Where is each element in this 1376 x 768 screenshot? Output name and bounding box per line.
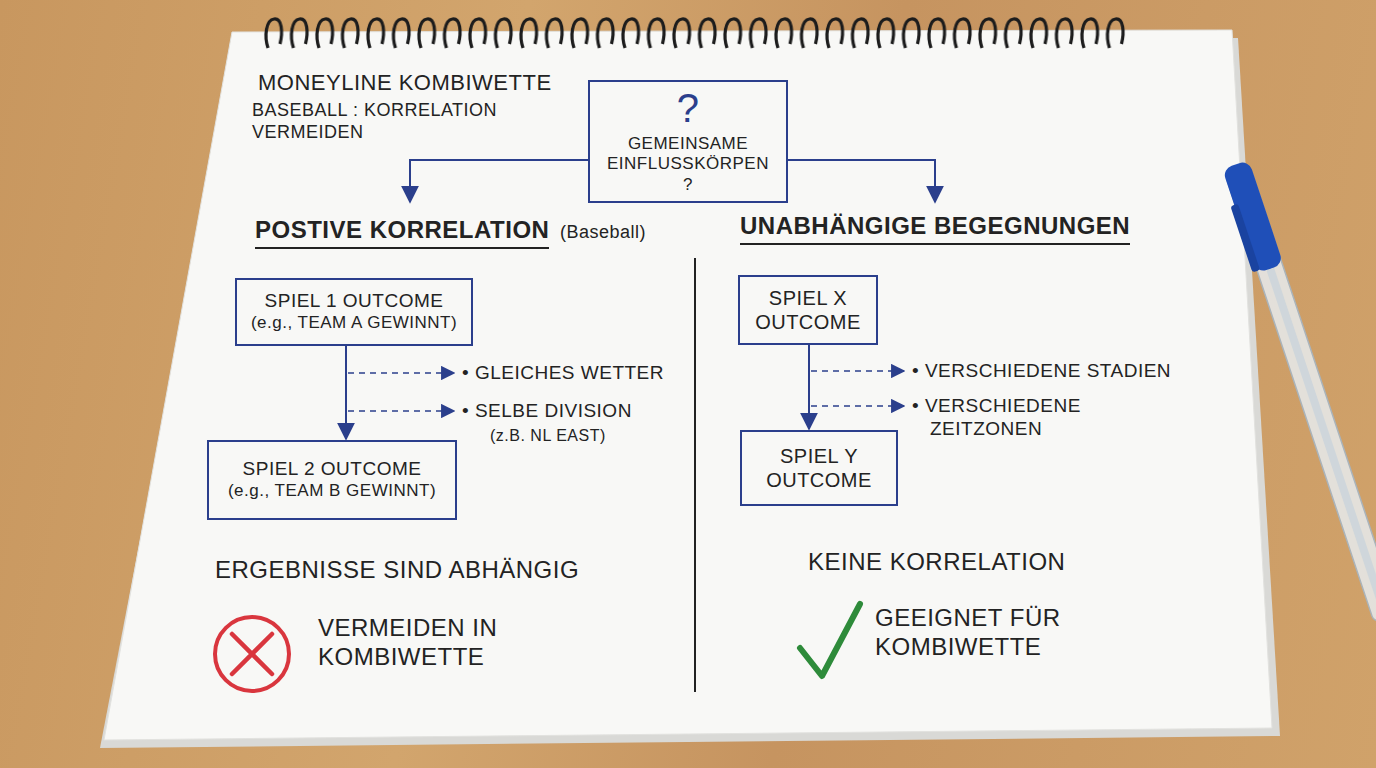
subtitle: BASEBALL : KORRELATION VERMEIDEN <box>252 100 552 143</box>
factor-bullet: • VERSCHIEDENE STADIEN <box>912 360 1171 383</box>
verdict-text: VERMEIDEN IN KOMBIWETTE <box>318 614 548 672</box>
verdict-text: GEEIGNET FÜR KOMBIWETTE <box>875 604 1105 662</box>
branch-arrow <box>788 160 935 202</box>
factor-bullet: • VERSCHIEDENE ZEITZONEN <box>912 395 1120 441</box>
question-box: ? GEMEINSAME EINFLUSSKÖRPEN ? <box>588 80 788 203</box>
flow-arrow <box>808 345 810 429</box>
section-heading: UNABHÄNGIGE BEGEGNUNGEN <box>740 212 1130 245</box>
factor-bullet: • GLEICHES WETTER <box>462 362 664 385</box>
branch-arrow <box>410 160 588 202</box>
dashed-arrow <box>811 405 904 407</box>
node-text: SPIEL X OUTCOME <box>750 286 866 334</box>
outcome-box: SPIEL Y OUTCOME <box>740 430 898 506</box>
divider-line <box>694 258 696 692</box>
flow-arrow <box>345 346 347 439</box>
avoid-symbol <box>215 617 289 691</box>
node-text: GEMEINSAME EINFLUSSKÖRPEN ? <box>600 134 776 195</box>
outcome-box: SPIEL 1 OUTCOME(e.g., TEAM A GEWINNT) <box>235 278 473 346</box>
section-heading: POSTIVE KORRELATION <box>255 216 549 249</box>
outcome-box: SPIEL 2 OUTCOME(e.g., TEAM B GEWINNT) <box>207 440 457 520</box>
dashed-arrow <box>811 370 904 372</box>
heading-note: (Baseball) <box>560 222 646 244</box>
node-text: (e.g., TEAM A GEWINNT) <box>247 313 461 333</box>
dashed-arrow <box>348 410 454 412</box>
dashed-arrow <box>348 372 454 374</box>
node-text: ? <box>600 88 776 128</box>
paper-sheet <box>104 30 1272 740</box>
outcome-box: SPIEL X OUTCOME <box>738 275 878 345</box>
factor-note: (z.B. NL EAST) <box>490 426 606 445</box>
node-text: SPIEL 1 OUTCOME <box>247 290 461 313</box>
node-text: (e.g., TEAM B GEWINNT) <box>219 481 445 501</box>
check-symbol <box>800 604 860 676</box>
diagram-title: MONEYLINE KOMBIWETTE <box>258 70 552 96</box>
node-text: SPIEL Y OUTCOME <box>752 444 886 492</box>
factor-bullet: • SELBE DIVISION <box>462 400 632 423</box>
spiral-binding <box>262 14 1130 54</box>
node-text: SPIEL 2 OUTCOME <box>219 458 445 481</box>
result-text: KEINE KORRELATION <box>808 548 1065 577</box>
pen-illustration <box>1218 160 1376 624</box>
result-text: ERGEBNISSE SIND ABHÄNGIG <box>215 556 579 585</box>
